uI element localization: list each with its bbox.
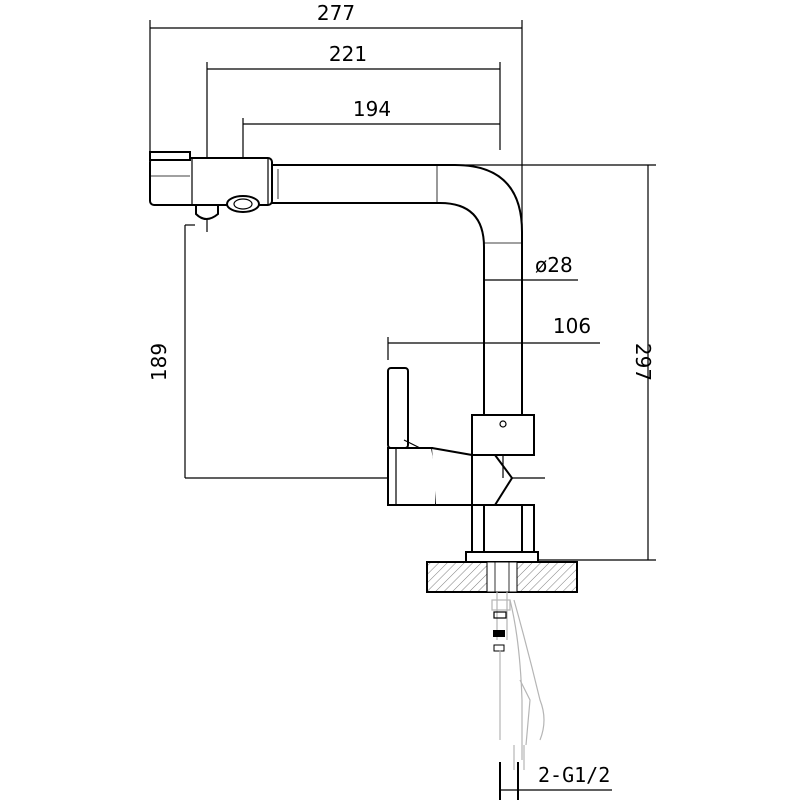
lever-handle [387, 367, 473, 506]
dimension-194: 194 [242, 97, 500, 160]
supply-hoses [491, 592, 545, 770]
dimension-194-label: 194 [353, 97, 391, 121]
dimension-221: 221 [206, 42, 501, 160]
faucet-body [465, 414, 539, 563]
dimension-106: 106 [387, 314, 600, 390]
dimension-106-label: 106 [553, 314, 591, 338]
spout [270, 164, 523, 415]
dimension-297: 297 [445, 164, 656, 561]
dimension-diameter-label: ø28 [535, 253, 573, 277]
dimension-221-label: 221 [329, 42, 367, 66]
dimension-297-label: 297 [631, 343, 655, 381]
dimension-diameter-28: ø28 [484, 253, 578, 281]
spray-head [149, 151, 273, 232]
connection-note-label: 2-G1/2 [538, 763, 610, 787]
dimension-277-label: 277 [317, 1, 355, 25]
mounting-base [426, 561, 578, 593]
connection-note: 2-G1/2 [499, 762, 612, 800]
dimension-189-label: 189 [147, 343, 171, 381]
